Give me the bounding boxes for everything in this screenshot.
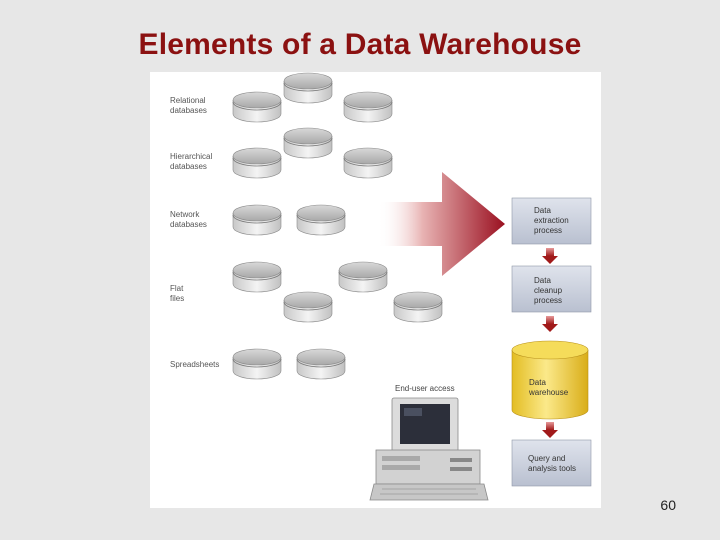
hierarchical-disk-3 [343,147,393,179]
label-line: process [534,296,563,305]
label-line: process [534,226,563,235]
label-line: databases [170,162,207,171]
extraction-label: Data extraction process [534,206,569,236]
label-line: Flat [170,284,184,293]
cleanup-box [511,265,592,313]
hierarchical-disk-2 [232,147,282,179]
network-disk-1 [232,204,282,236]
label-line: cleanup [534,286,563,295]
flat-file-disk-3 [283,291,333,323]
data-warehouse-figure: Relational databases Hierarchical databa… [150,72,601,508]
label-line: Hierarchical [170,152,213,161]
query-label: Query and analysis tools [528,454,576,474]
extraction-arrow [378,172,505,276]
relational-disk-1 [232,91,282,123]
label-line: Data [529,378,546,387]
network-databases-label: Network databases [170,210,207,230]
spreadsheets-label: Spreadsheets [170,360,219,370]
label-line: analysis tools [528,464,577,473]
flat-file-disk-1 [232,261,282,293]
label-line: databases [170,106,207,115]
spreadsheet-disk-2 [296,348,346,380]
flat-file-disk-2 [338,261,388,293]
warehouse-label: Data warehouse [529,378,568,398]
label-line: Spreadsheets [170,360,220,369]
relational-disk-3 [343,91,393,123]
spreadsheet-disk-1 [232,348,282,380]
relational-disk-2 [283,72,333,104]
hierarchical-disk-1 [283,127,333,159]
label-line: extraction [534,216,569,225]
query-box [511,439,592,487]
label-line: Network [170,210,200,219]
computer-icon [369,397,489,501]
end-user-access-label: End-user access [395,384,455,393]
diagram-canvas [232,72,592,501]
down-arrow-3 [542,422,558,438]
label-line: databases [170,220,207,229]
flat-file-disk-4 [393,291,443,323]
extraction-box [511,197,592,245]
label-line: Relational [170,96,206,105]
label-line: files [170,294,185,303]
label-line: Data [534,276,551,285]
slide-title: Elements of a Data Warehouse [138,28,582,61]
down-arrow-1 [542,248,558,264]
network-disk-2 [296,204,346,236]
label-line: Data [534,206,551,215]
label-line: warehouse [529,388,569,397]
down-arrow-2 [542,316,558,332]
hierarchical-databases-label: Hierarchical databases [170,152,212,172]
page-number: 60 [660,497,676,513]
warehouse-cylinder [511,340,589,420]
cleanup-label: Data cleanup process [534,276,562,306]
relational-databases-label: Relational databases [170,96,207,116]
flat-files-label: Flat files [170,284,184,304]
label-line: Query and [528,454,566,463]
